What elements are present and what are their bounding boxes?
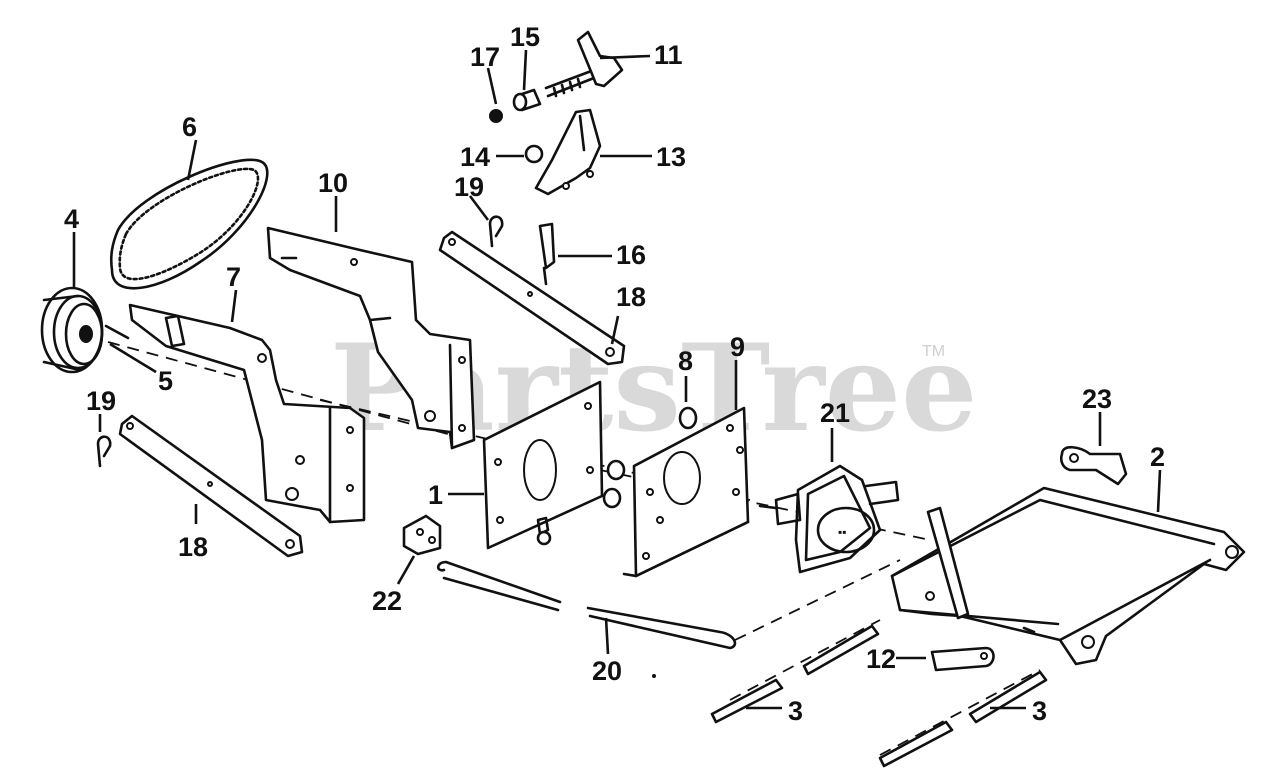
callout-labels: 17 15 11 14 13 19 16 6 10 4 7 5 19 18 18… — [64, 22, 1165, 726]
callout-3-right: 3 — [1032, 696, 1047, 726]
plate-part-22[interactable] — [402, 514, 442, 556]
link-bar-part-18-lower[interactable] — [118, 414, 304, 558]
belt-part-6[interactable] — [109, 158, 269, 290]
callout-4: 4 — [64, 204, 79, 234]
rod-part-3-right-upper[interactable] — [968, 670, 1048, 724]
spacer-part-14[interactable] — [524, 144, 544, 164]
wing-bolt-part-11[interactable] — [544, 30, 624, 98]
gearbox-part-21[interactable]: ▪▪ — [758, 464, 900, 574]
callout-3-left: 3 — [788, 696, 803, 726]
bracket-part-13[interactable] — [534, 108, 602, 196]
bracket-part-10[interactable] — [266, 226, 476, 450]
cotter-pin-part-19-lower[interactable] — [96, 435, 112, 468]
callout-10: 10 — [318, 168, 348, 198]
rod-part-20[interactable] — [436, 560, 737, 650]
callout-12: 12 — [866, 644, 896, 674]
spacers — [602, 459, 626, 509]
callout-23: 23 — [1082, 384, 1112, 414]
frame-part-2[interactable] — [890, 486, 1246, 666]
key-part-5[interactable] — [104, 324, 130, 340]
callout-15: 15 — [510, 22, 540, 52]
callout-9: 9 — [730, 332, 745, 362]
rod-part-3-left[interactable] — [710, 678, 784, 724]
pulley-part-4[interactable] — [40, 286, 104, 374]
callout-19-upper: 19 — [454, 172, 484, 202]
callout-6: 6 — [182, 112, 197, 142]
callout-8: 8 — [678, 346, 693, 376]
bracket-part-7[interactable] — [128, 303, 366, 524]
rod-part-3-upper[interactable] — [802, 624, 880, 676]
callout-5: 5 — [158, 366, 173, 396]
callout-18-lower: 18 — [178, 532, 208, 562]
plate-part-1[interactable] — [482, 380, 604, 550]
plate-part-9[interactable] — [622, 406, 750, 578]
callout-18-upper: 18 — [616, 282, 646, 312]
link-bar-part-18-upper[interactable] — [438, 230, 626, 366]
callout-1: 1 — [428, 480, 443, 510]
svg-text:▪▪: ▪▪ — [838, 525, 847, 539]
callout-20: 20 — [592, 656, 622, 686]
callout-14: 14 — [460, 142, 490, 172]
nut-part-17[interactable] — [489, 109, 503, 123]
clip-part-23[interactable] — [1059, 445, 1128, 486]
leader-lines — [72, 49, 1162, 710]
watermark-trademark: TM — [922, 343, 945, 360]
callout-19-lower: 19 — [86, 386, 116, 416]
bushing-part-8[interactable] — [678, 406, 698, 430]
callout-16: 16 — [616, 240, 646, 270]
callout-2: 2 — [1150, 442, 1165, 472]
nut-part-15[interactable] — [512, 88, 542, 112]
cotter-pin-part-19-upper[interactable] — [488, 215, 504, 248]
rod-part-3-right-lower[interactable] — [878, 720, 954, 768]
callout-17: 17 — [470, 42, 500, 72]
callout-22: 22 — [372, 586, 402, 616]
callout-13: 13 — [656, 142, 686, 172]
callout-11: 11 — [654, 40, 683, 70]
callout-21: 21 — [820, 398, 850, 428]
stray-dot — [652, 674, 656, 678]
clip-part-12[interactable] — [930, 646, 995, 672]
fitting-part-16[interactable] — [538, 222, 556, 286]
callout-7: 7 — [226, 262, 241, 292]
